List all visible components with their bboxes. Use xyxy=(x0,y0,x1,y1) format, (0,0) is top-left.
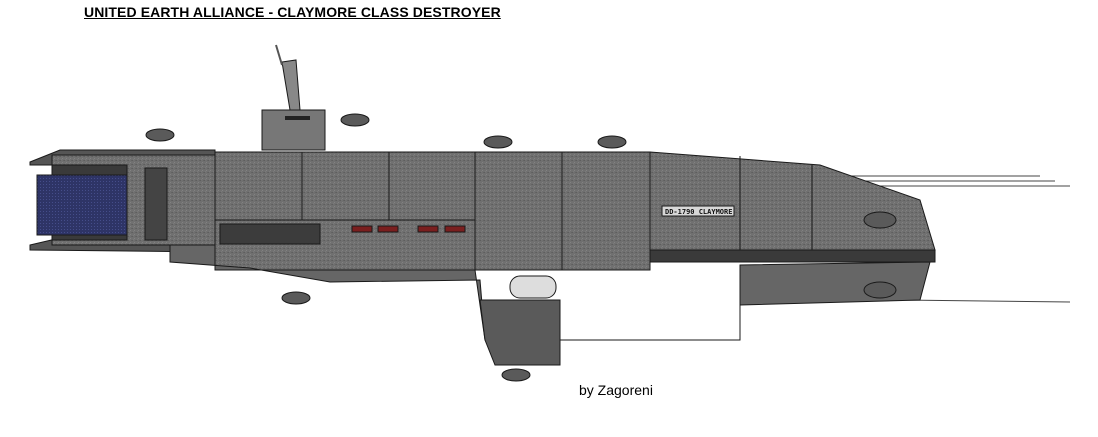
hull-aft-section xyxy=(649,151,936,251)
hangar-deck xyxy=(219,223,321,245)
engine-nozzle xyxy=(36,174,128,236)
panel-lines xyxy=(215,152,813,270)
keel xyxy=(479,299,561,366)
author-credit: by Zagoreni xyxy=(579,382,653,398)
aft-belt xyxy=(649,249,936,263)
turrets xyxy=(145,113,897,382)
bridge-windows xyxy=(285,116,310,120)
hull-top-section xyxy=(214,151,476,271)
mast xyxy=(281,59,301,111)
page-title: UNITED EARTH ALLIANCE - CLAYMORE CLASS D… xyxy=(84,4,501,20)
hull-marking-plate xyxy=(661,205,735,217)
hull-marking: DD-1790 CLAYMORE xyxy=(665,208,732,216)
hull-lower xyxy=(169,244,931,341)
red-hatches xyxy=(351,225,466,233)
oval-insignia xyxy=(509,275,557,299)
engine-vent xyxy=(144,167,168,241)
